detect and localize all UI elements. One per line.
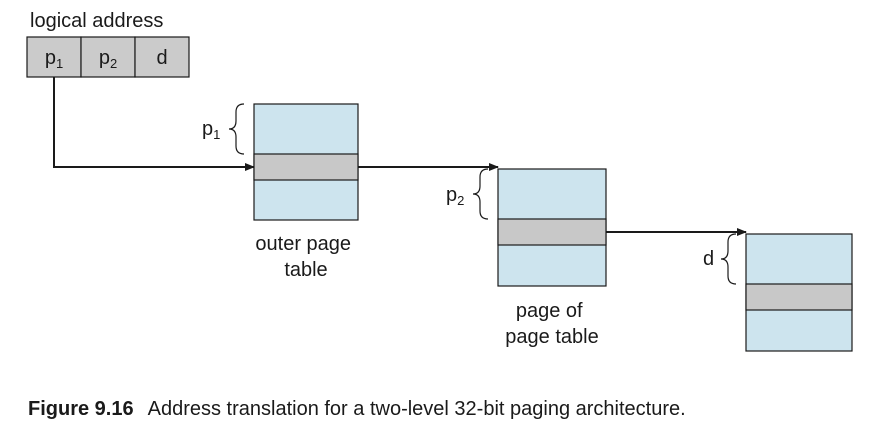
figure-caption: Figure 9.16 Address translation for a two… (28, 398, 686, 421)
outer-page-table-entry (253, 153, 359, 181)
field-p1-label: p1 (45, 47, 63, 71)
outer-page-table (253, 103, 359, 221)
page-of-page-table (497, 168, 607, 287)
field-d-label: d (156, 47, 167, 69)
target-memory-page-entry (745, 283, 853, 311)
field-d-cell (134, 36, 190, 78)
page-offset-label: d (703, 248, 714, 270)
outer-table-index-label: p1 (202, 118, 220, 142)
logical-address-title: logical address (30, 10, 163, 32)
logical-address-fields: p1 p2 d (26, 36, 190, 78)
target-memory-page (745, 233, 853, 352)
field-p1-cell (26, 36, 82, 78)
field-p2-label: p2 (99, 47, 117, 71)
p2-offset-brace (472, 168, 489, 220)
field-p2-cell (80, 36, 136, 78)
p1-offset-brace (228, 103, 245, 155)
inner-table-caption: page of page table (505, 300, 598, 348)
figure-caption-text: Address translation for a two-level 32-b… (147, 398, 686, 420)
figure-number: Figure 9.16 (28, 398, 134, 420)
p1-arrow (53, 77, 255, 171)
page-of-page-table-entry (497, 218, 607, 246)
outer-table-caption: outer page table (255, 233, 356, 281)
d-offset-brace (720, 233, 737, 285)
inner-table-index-label: p2 (446, 184, 464, 208)
